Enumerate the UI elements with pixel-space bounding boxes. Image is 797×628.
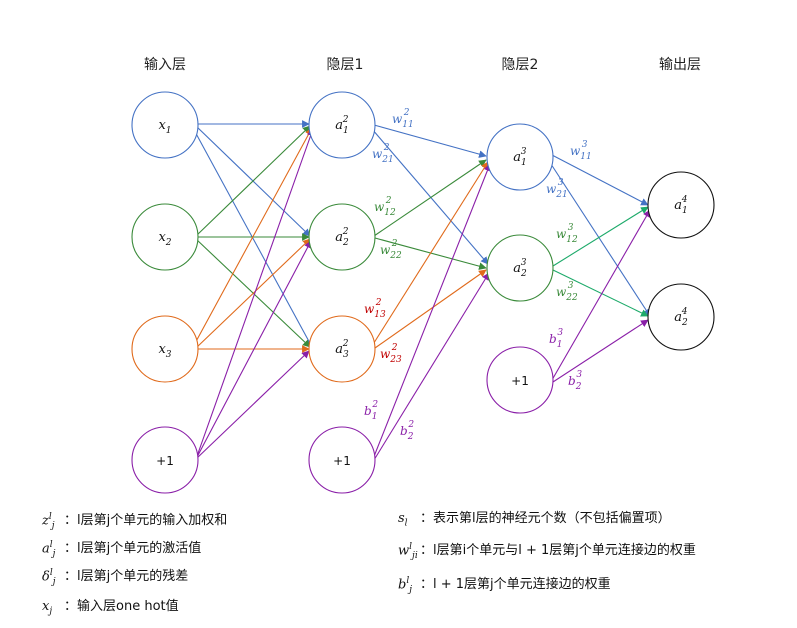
legend-symbol-z: zlj <box>42 511 55 531</box>
legend-text-w: ：l层第i个单元与l + 1层第j个单元连接边的权重 <box>420 543 696 558</box>
edge-bias1-a21 <box>195 128 315 460</box>
node-x3-label: x3 <box>158 342 171 360</box>
node-input-bias-label: +1 <box>156 454 174 468</box>
layer-title-hidden1: 隐层1 <box>327 57 364 73</box>
weight-label-b2-3: b23 <box>568 370 582 392</box>
legend-text-b: ：l + 1层第j个单元连接边的权重 <box>420 577 611 592</box>
legend-symbol-x: xj <box>42 599 53 617</box>
node-a23-label: a32 <box>335 339 349 360</box>
edge-bias2-a32 <box>373 272 490 461</box>
hidden1-layer-nodes: a12 a22 a32 +1 <box>308 91 376 494</box>
legend-text-x: ：输入层one hot值 <box>64 599 179 614</box>
weight-label-b1-2: b12 <box>364 400 378 422</box>
edge-bias1-a22 <box>195 240 312 460</box>
weight-label-w11-2: w112 <box>392 108 414 130</box>
legend-text-a: ：l层第j个单元的激活值 <box>64 541 202 556</box>
node-a41-label: a14 <box>674 195 688 216</box>
node-a22 <box>308 203 376 271</box>
edge-x3-a22 <box>195 238 311 349</box>
edge-bias1-a23 <box>195 350 310 460</box>
layer-title-output: 输出层 <box>659 57 701 73</box>
node-a31 <box>486 123 554 191</box>
weight-label-w22-2: w222 <box>380 239 402 261</box>
node-x2-label: x2 <box>158 230 171 248</box>
edges-input-hidden1 <box>192 120 315 460</box>
legend-text-z: ：l层第j个单元的输入加权和 <box>64 513 228 528</box>
weight-label-w12-2: w122 <box>374 196 396 218</box>
weight-label-w21-2: w212 <box>372 143 394 165</box>
layer-title-input: 输入层 <box>144 57 186 73</box>
weight-label-w21-3: w213 <box>546 178 568 200</box>
edge-bias3-a41 <box>551 209 651 381</box>
weight-label-w12-3: w123 <box>556 223 578 245</box>
node-a42-label: a24 <box>674 307 688 328</box>
node-a42 <box>647 283 715 351</box>
node-x2 <box>131 203 199 271</box>
node-a22-label: a22 <box>335 227 349 248</box>
node-a41 <box>647 171 715 239</box>
legend-text-delta: ：l层第j个单元的残差 <box>64 569 189 584</box>
edge-a32-a42 <box>552 269 649 317</box>
edge-a32-a41 <box>552 206 649 267</box>
weight-label-w22-3: w223 <box>556 281 578 303</box>
node-hidden1-bias <box>308 426 376 494</box>
node-hidden2-bias <box>486 346 554 414</box>
weight-label-b1-3: b13 <box>549 328 563 350</box>
node-x3 <box>131 315 199 383</box>
edge-a23-a32 <box>374 269 487 349</box>
edge-a23-a31 <box>371 161 489 347</box>
node-x1-label: x1 <box>158 118 171 136</box>
legend-symbol-s: sl <box>398 511 408 529</box>
node-a21-label: a12 <box>335 115 349 136</box>
node-a32 <box>486 234 554 302</box>
legend-symbol-b: blj <box>398 575 413 595</box>
edges-hidden1-hidden2 <box>371 124 492 461</box>
node-hidden2-bias-label: +1 <box>511 374 529 388</box>
legend-item-s: sl ：表示第l层的神经元个数（不包括偏置项） <box>398 507 671 529</box>
legend-item-z: zlj ：l层第j个单元的输入加权和 <box>42 509 227 531</box>
legend-item-a: alj ：l层第j个单元的激活值 <box>42 537 201 559</box>
weight-label-w13-2: w132 <box>364 298 386 320</box>
weight-labels: w112 w212 w122 w222 w132 w232 b12 b22 w1… <box>364 108 592 442</box>
node-a23 <box>308 315 376 383</box>
edge-a21-a31 <box>373 124 487 158</box>
edge-a22-a31 <box>373 159 487 237</box>
edge-a31-a41 <box>551 154 649 206</box>
edge-x2-a21 <box>195 125 311 237</box>
node-a32-label: a23 <box>513 258 527 279</box>
legend-symbol-a: alj <box>42 539 56 559</box>
legend-text-s: ：表示第l层的神经元个数（不包括偏置项） <box>420 511 671 526</box>
edge-a21-a32 <box>371 128 489 265</box>
edge-x3-a21 <box>192 127 313 348</box>
edge-bias2-a31 <box>372 163 492 460</box>
legend-item-delta: δlj ：l层第j个单元的残差 <box>42 565 188 587</box>
edge-a31-a42 <box>548 160 651 317</box>
edges-hidden2-output <box>548 154 651 383</box>
legend-symbol-w: wlji <box>398 541 418 561</box>
node-a21 <box>308 91 376 159</box>
output-layer-nodes: a14 a24 <box>647 171 715 351</box>
legend-item-x: xj ：输入层one hot值 <box>42 595 179 617</box>
weight-label-w23-2: w232 <box>380 343 402 365</box>
input-layer-nodes: x1 x2 x3 +1 <box>131 91 199 494</box>
legend-item-w: wlji：l层第i个单元与l + 1层第j个单元连接边的权重 <box>398 539 696 561</box>
node-hidden1-bias-label: +1 <box>333 454 351 468</box>
node-x1 <box>131 91 199 159</box>
weight-label-w11-3: w113 <box>570 140 592 162</box>
legend-item-b: blj ：l + 1层第j个单元连接边的权重 <box>398 573 611 595</box>
layer-title-hidden2: 隐层2 <box>502 57 539 73</box>
legend-symbol-delta: δlj <box>42 567 56 587</box>
node-a31-label: a13 <box>513 147 527 168</box>
weight-label-b2-2: b22 <box>400 420 414 442</box>
hidden2-layer-nodes: a13 a23 +1 <box>486 123 554 414</box>
node-input-bias <box>131 426 199 494</box>
edge-bias3-a42 <box>552 319 649 383</box>
